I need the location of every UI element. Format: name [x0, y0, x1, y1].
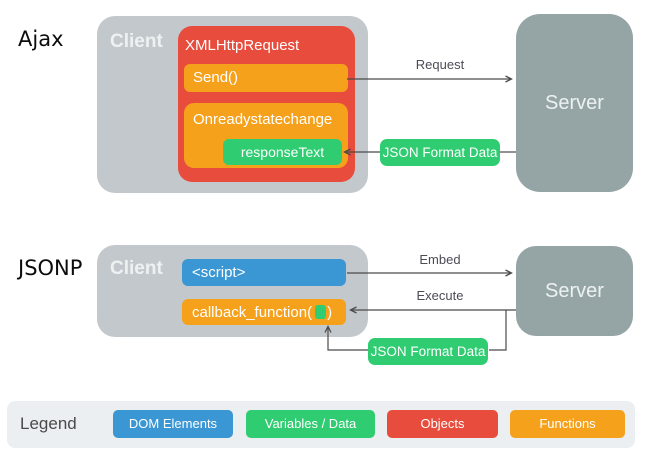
- ajax-server-label: Server: [545, 91, 604, 114]
- jsonp-server-label: Server: [545, 279, 604, 302]
- jsonp-json-format-data-badge: JSON Format Data: [368, 338, 488, 365]
- ajax-json-format-data-badge: JSON Format Data: [380, 139, 500, 166]
- jsonp-json-line-from-server: [489, 310, 507, 351]
- legend-pill-dom-elements: DOM Elements: [113, 410, 233, 438]
- ajax-request-arrow-label: Request: [415, 57, 465, 72]
- ajax-responsetext-box: responseText: [223, 139, 342, 165]
- jsonp-server-box: Server: [516, 246, 633, 336]
- jsonp-section-title: JSONP: [18, 256, 83, 280]
- legend-pill-functions: Functions: [510, 410, 625, 438]
- ajax-server-box: Server: [516, 14, 633, 192]
- jsonp-execute-arrow-label: Execute: [416, 288, 464, 303]
- jsonp-client-label: Client: [110, 258, 163, 279]
- jsonp-script-tag-box: <script>: [182, 259, 346, 286]
- legend-pill-variables-data: Variables / Data: [246, 410, 375, 438]
- callback-json-param-square: [315, 305, 327, 319]
- callback-function-suffix: ): [327, 303, 333, 321]
- legend-title: Legend: [20, 414, 77, 433]
- ajax-send-function-box: Send(): [184, 64, 348, 92]
- ajax-section-title: Ajax: [18, 27, 64, 51]
- ajax-onreadystatechange-label: Onreadystatechange: [193, 111, 333, 128]
- jsonp-callback-function-box: callback_function( ): [182, 299, 346, 325]
- ajax-client-label: Client: [110, 31, 163, 52]
- callback-function-prefix: callback_function(: [192, 303, 313, 321]
- ajax-xhr-label: XMLHttpRequest: [185, 37, 300, 54]
- legend-pill-objects: Objects: [387, 410, 498, 438]
- jsonp-embed-arrow-label: Embed: [419, 252, 461, 267]
